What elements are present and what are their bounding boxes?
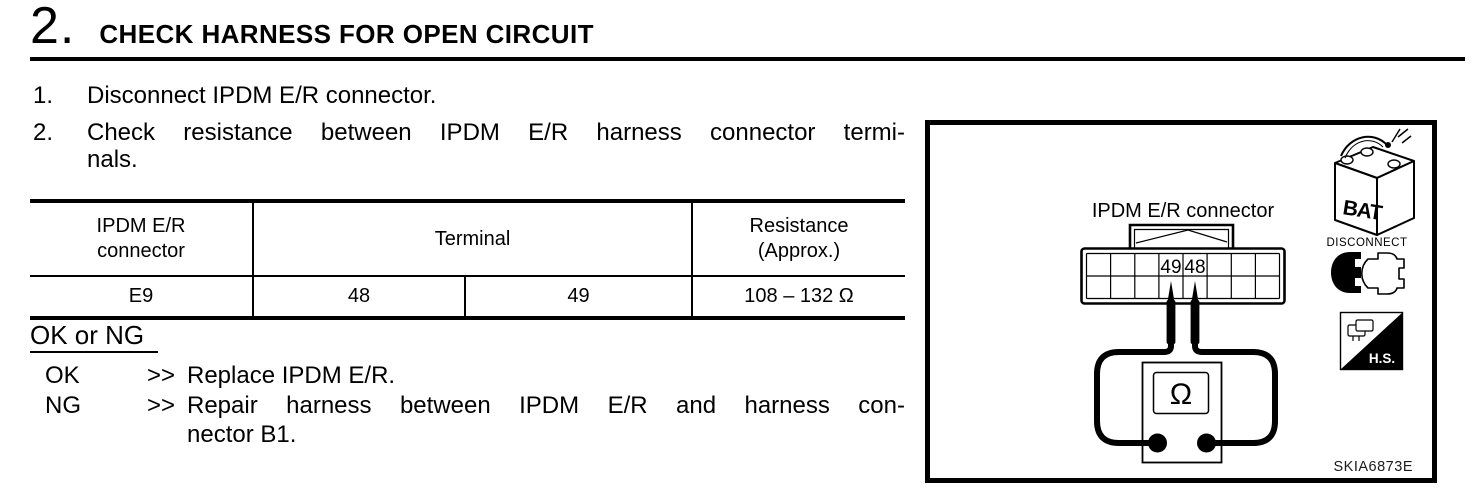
meter-terminals xyxy=(1148,433,1216,453)
col-header-connector: IPDM E/R connector xyxy=(30,201,253,277)
probe-icons xyxy=(1166,281,1200,344)
step-text: Check resistance between IPDM E/R harnes… xyxy=(87,119,905,173)
section-title: CHECK HARNESS FOR OPEN CIRCUIT xyxy=(99,19,594,49)
result-action-line: Repair harness between IPDM E/R and harn… xyxy=(187,392,905,419)
battery-icon: BAT xyxy=(1334,128,1415,236)
step-number: 2. xyxy=(33,119,54,146)
result-label: NG xyxy=(45,392,81,419)
cell-terminal-b: 49 xyxy=(463,276,693,318)
connector-grid xyxy=(1086,253,1280,299)
meter-lead-wires xyxy=(1094,336,1278,446)
step-number: 1. xyxy=(33,82,54,109)
result-marker: >> xyxy=(147,392,176,419)
result-action-line: Replace IPDM E/R. xyxy=(187,362,396,389)
result-label: OK xyxy=(45,362,80,389)
hs-label: H.S. xyxy=(1369,351,1395,366)
cell-resistance: 108 – 132 Ω xyxy=(691,276,906,318)
result-action: Repair harness between IPDM E/R and harn… xyxy=(187,391,905,449)
result-item-ok: OK >> Replace IPDM E/R. xyxy=(45,361,907,390)
result-item-ng: NG >> Repair harness between IPDM E/R an… xyxy=(45,391,907,449)
step-text-line: nals. xyxy=(87,146,138,173)
step-item-1: 1. Disconnect IPDM E/R connector. xyxy=(33,82,905,109)
figure-code: SKIA6873E xyxy=(1334,459,1413,475)
connector-label: IPDM E/R connector xyxy=(1092,200,1275,222)
table-header-row: IPDM E/R connector Terminal Resistance (… xyxy=(30,201,906,277)
col-header-terminal: Terminal xyxy=(251,201,693,277)
result-heading: OK or NG xyxy=(30,320,159,353)
figure-box: IPDM E/R connector xyxy=(925,120,1437,483)
step-item-2: 2. Check resistance between IPDM E/R har… xyxy=(33,119,905,173)
cell-connector: E9 xyxy=(128,285,154,307)
pin-49-label: 49 xyxy=(1160,257,1181,278)
resistance-spec-table: IPDM E/R connector Terminal Resistance (… xyxy=(30,199,906,320)
step-text: Disconnect IPDM E/R connector. xyxy=(87,82,905,109)
result-marker: >> xyxy=(147,362,176,389)
ohm-symbol: Ω xyxy=(1170,378,1192,411)
connector-tab xyxy=(1128,223,1235,250)
ipdm-connector-diagram: 49 48 xyxy=(1080,223,1286,305)
cell-terminal-a: 48 xyxy=(252,276,465,318)
table-row: E9 48 49 108 – 132 Ω xyxy=(30,276,906,318)
result-action: Replace IPDM E/R. xyxy=(187,361,905,390)
pin-48-label: 48 xyxy=(1184,257,1205,278)
col-header-resistance: Resistance (Approx.) xyxy=(691,201,906,277)
section-divider xyxy=(30,57,1465,61)
wiring-figure: IPDM E/R connector xyxy=(1080,128,1415,475)
hs-connector-glyph xyxy=(1347,319,1374,341)
section-header: 2. CHECK HARNESS FOR OPEN CIRCUIT xyxy=(30,0,594,52)
step-text-line: Disconnect IPDM E/R connector. xyxy=(87,82,437,109)
hs-icon: H.S. xyxy=(1339,311,1404,371)
step-text-line: Check resistance between IPDM E/R harnes… xyxy=(87,119,905,146)
disconnect-label: DISCONNECT xyxy=(1326,237,1407,249)
disconnect-icon: DISCONNECT xyxy=(1326,237,1407,295)
section-number: 2. xyxy=(30,0,76,55)
result-action-line: nector B1. xyxy=(187,421,297,448)
